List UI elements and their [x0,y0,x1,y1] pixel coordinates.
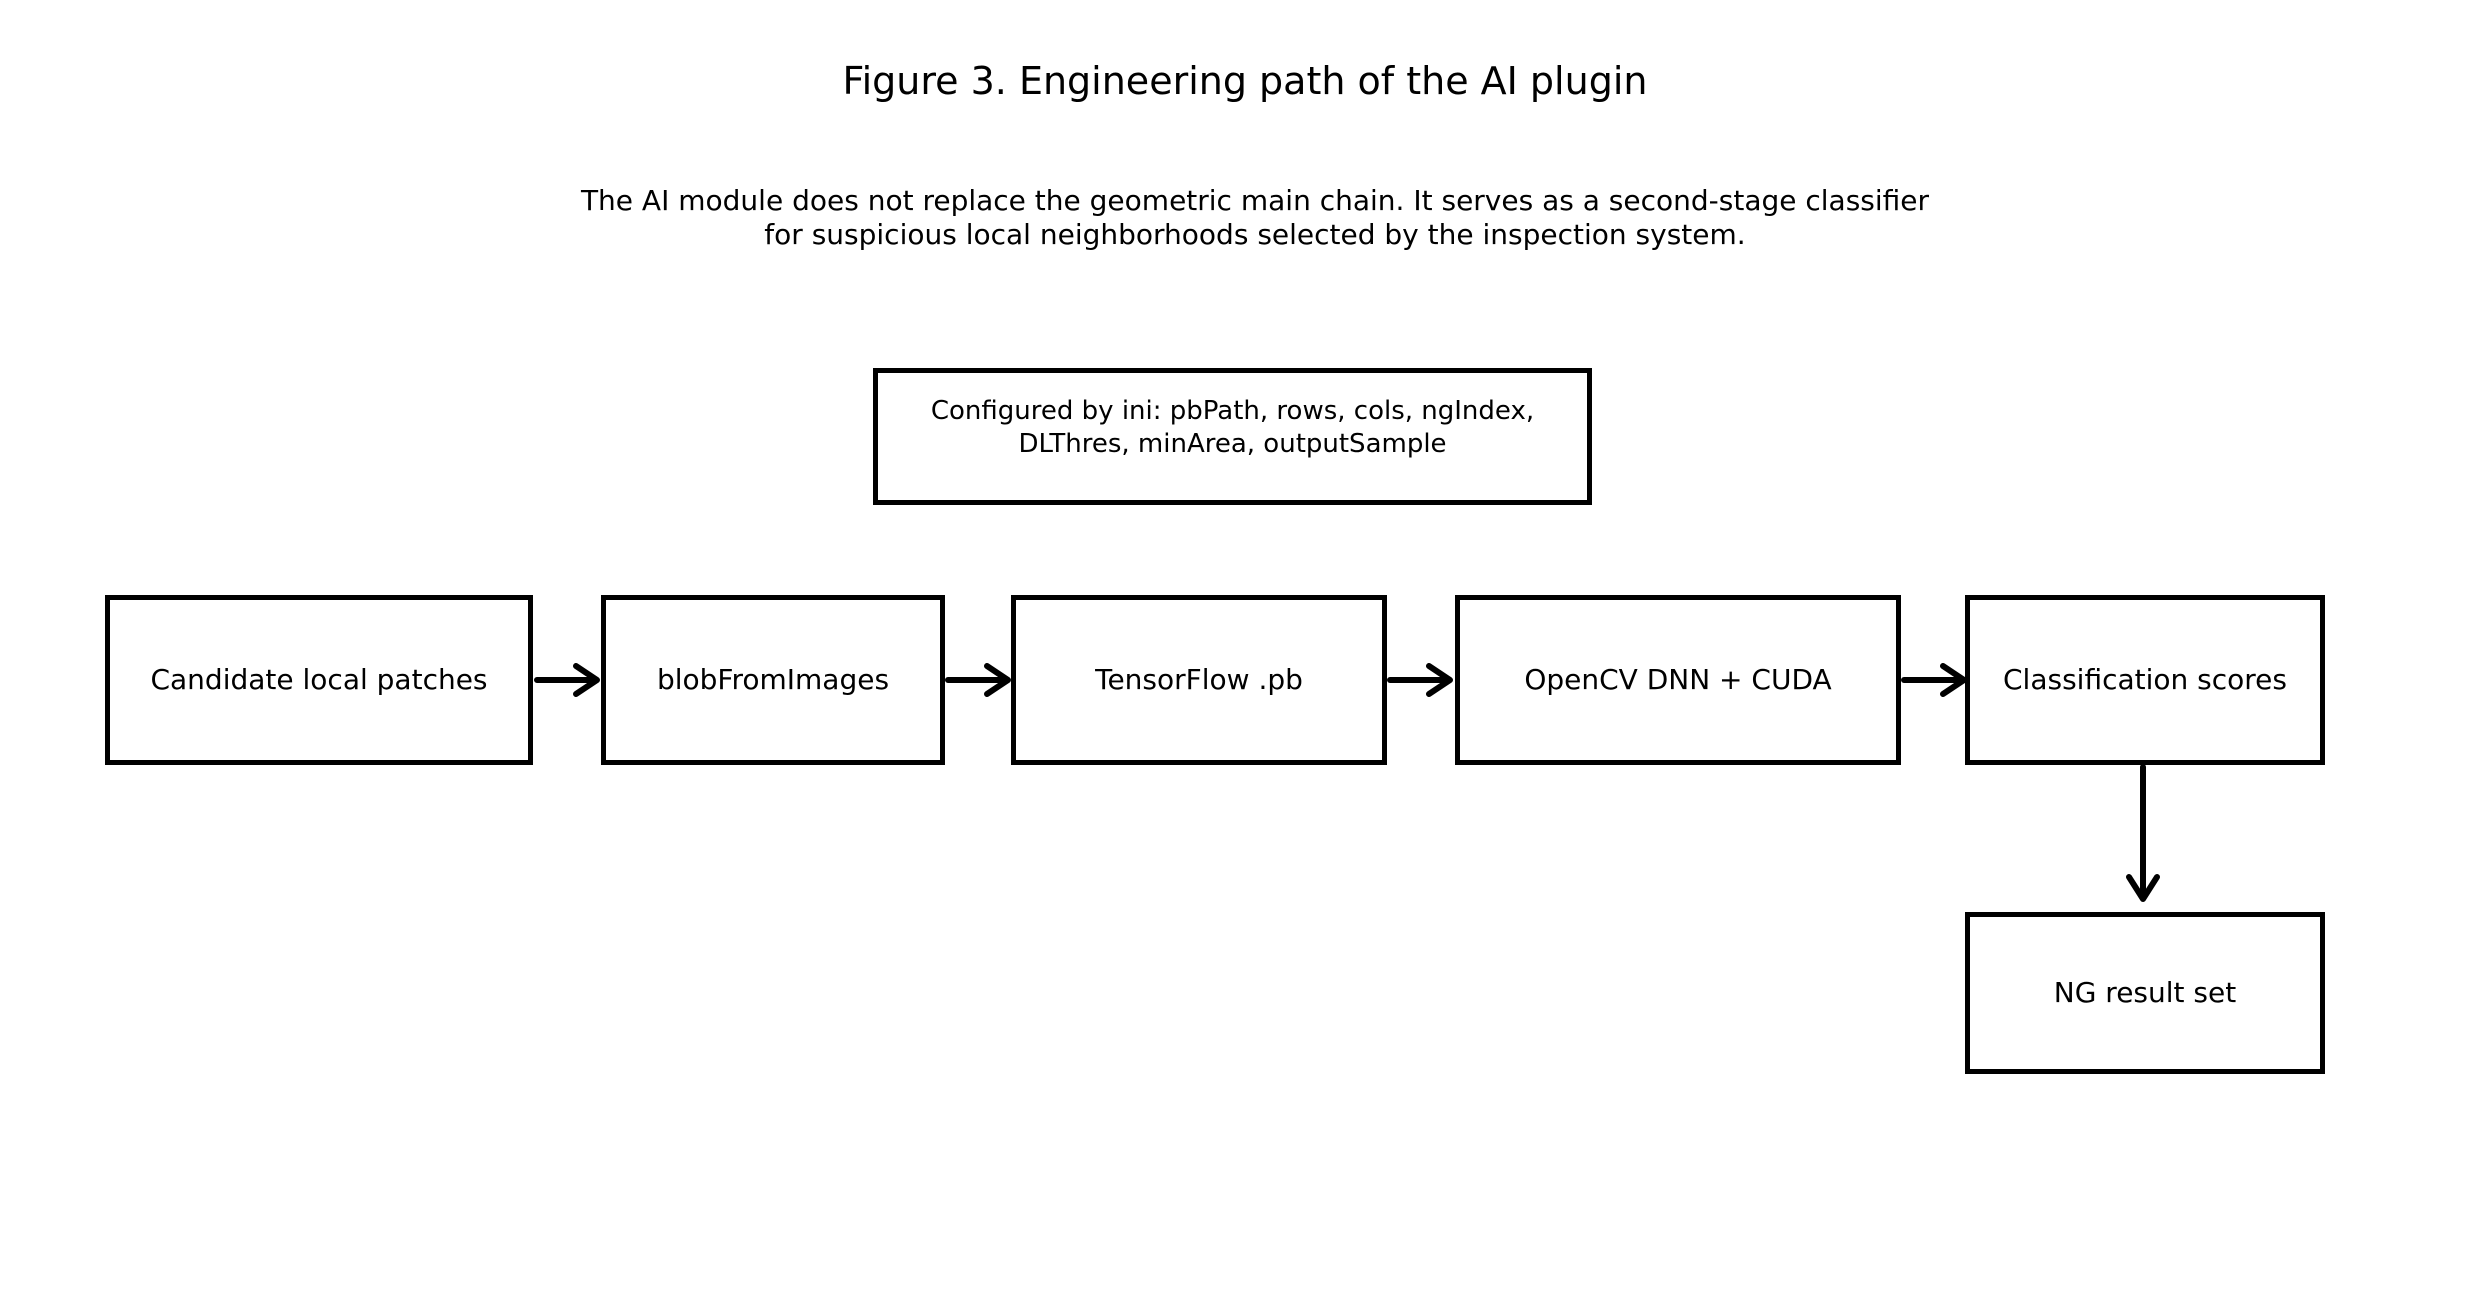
figure-title: Figure 3. Engineering path of the AI plu… [842,59,1648,103]
flow-box-tensorflow-pb: TensorFlow .pb [1011,595,1387,765]
flow-box-label: Candidate local patches [150,663,488,696]
arrow-down-icon [2126,764,2160,902]
config-note-line-1: Configured by ini: pbPath, rows, cols, n… [930,395,1535,426]
figure-subtitle: The AI module does not replace the geome… [0,184,2465,252]
flow-box-blobfromimages: blobFromImages [601,595,945,765]
flow-box-classification-scores: Classification scores [1965,595,2325,765]
flow-box-label: NG result set [2053,976,2237,1009]
flow-box-label: blobFromImages [656,663,890,696]
flow-box-label: OpenCV DNN + CUDA [1524,663,1832,696]
figure-subtitle-line-1: The AI module does not replace the geome… [580,184,1930,217]
flow-box-ng-result-set: NG result set [1965,912,2325,1074]
flow-box-opencv-dnn-cuda: OpenCV DNN + CUDA [1455,595,1901,765]
config-note-box: Configured by ini: pbPath, rows, cols, n… [873,368,1592,505]
arrow-right-icon [534,663,600,697]
flow-box-label: Classification scores [2003,663,2287,696]
figure-subtitle-line-2: for suspicious local neighborhoods selec… [764,218,1746,251]
flow-box-candidate-local-patches: Candidate local patches [105,595,533,765]
arrow-right-icon [1387,663,1453,697]
arrow-right-icon [945,663,1011,697]
config-note-line-2: DLThres, minArea, outputSample [1018,428,1447,459]
flow-box-label: TensorFlow .pb [1095,663,1303,696]
arrow-right-icon [1901,663,1967,697]
